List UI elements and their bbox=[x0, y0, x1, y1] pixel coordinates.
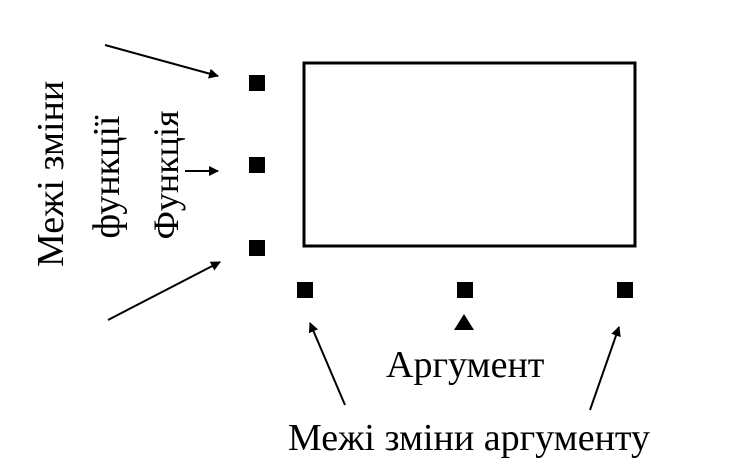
function-handle bbox=[249, 157, 265, 173]
argument-min-handle bbox=[297, 282, 313, 298]
argument-handle bbox=[457, 282, 473, 298]
function-max-handle bbox=[249, 75, 265, 91]
function-range-label-line1: Межі зміни bbox=[30, 80, 72, 267]
function-min-handle bbox=[249, 240, 265, 256]
argument-max-handle bbox=[617, 282, 633, 298]
argument-arrow bbox=[454, 314, 474, 330]
plot-area-rectangle bbox=[302, 61, 637, 248]
argument-label: Аргумент bbox=[386, 344, 545, 386]
argument-range-arrow-right bbox=[589, 326, 621, 411]
function-range-arrow-bottom bbox=[107, 261, 221, 321]
function-range-arrow-top bbox=[104, 44, 219, 79]
function-label: Функція bbox=[146, 110, 186, 240]
argument-range-arrow-left bbox=[308, 322, 346, 406]
function-range-label-line2: функції bbox=[86, 115, 128, 239]
argument-range-label: Межі зміни аргументу bbox=[288, 417, 651, 459]
